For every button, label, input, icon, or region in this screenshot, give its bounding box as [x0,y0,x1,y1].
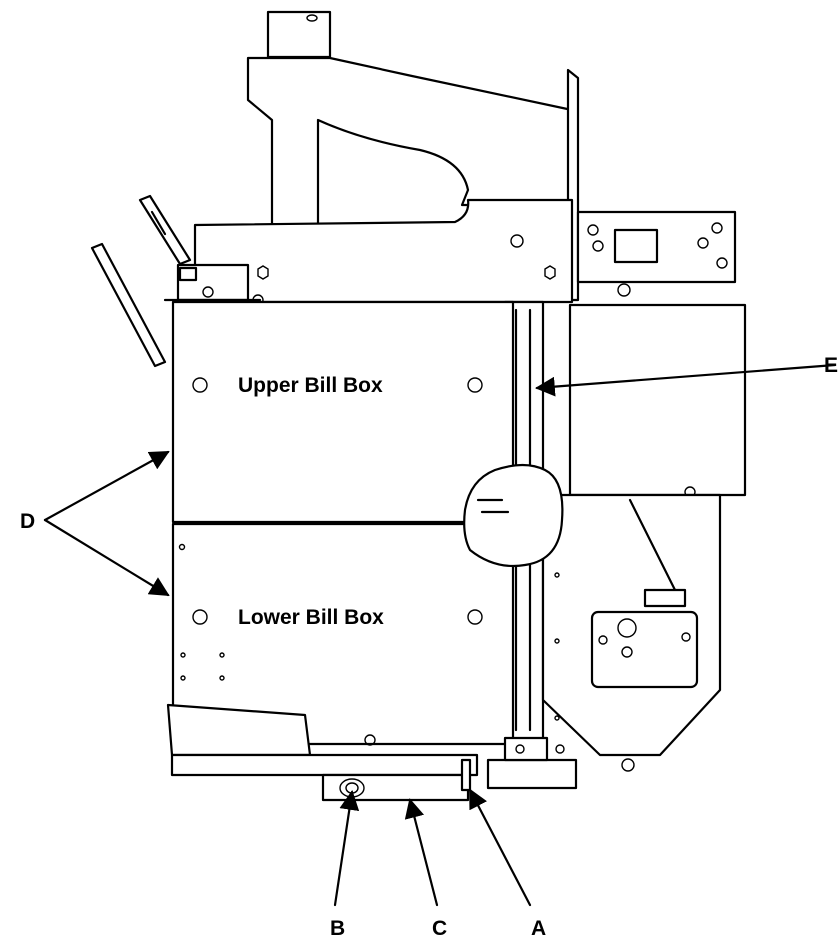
lower-bill-box[interactable]: Lower Bill Box [166,522,515,777]
callout-b: B [330,917,345,940]
mid-plate [193,198,574,304]
top-bracket [246,10,574,227]
lower-bill-box-label: Lower Bill Box [238,606,384,629]
upper-bill-box-label: Upper Bill Box [238,374,383,397]
control-module [568,210,747,498]
callout-lines [43,363,837,907]
callout-e: E [824,354,838,377]
callout-a: A [531,917,546,940]
upper-bill-box[interactable]: Upper Bill Box [171,300,515,524]
hand-grip [463,463,564,568]
lower-mechanism [541,493,722,772]
callout-d: D [20,510,35,533]
callout-c: C [432,917,447,940]
lever-handles [90,194,264,368]
